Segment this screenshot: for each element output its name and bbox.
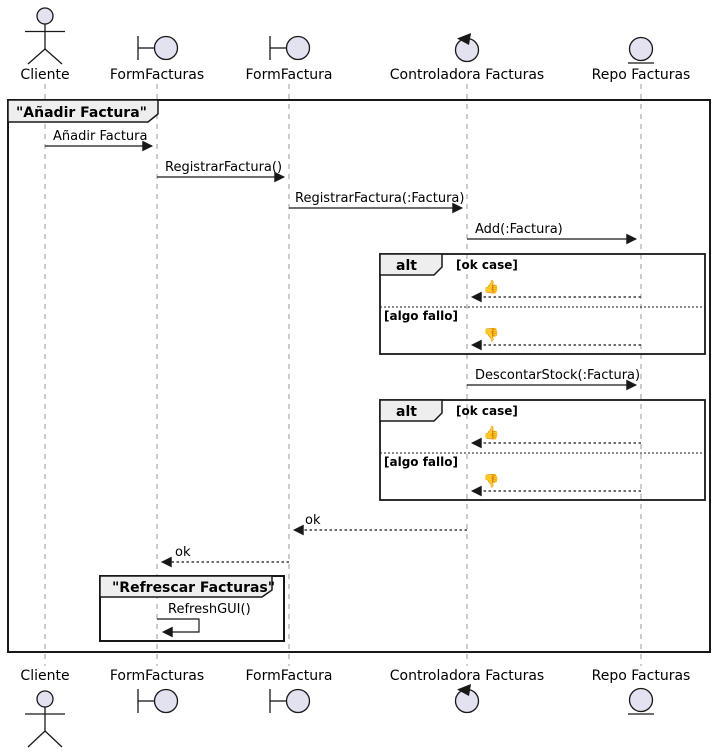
actor-icon (25, 7, 65, 65)
alt-operator-tab (379, 399, 443, 422)
message-registrar-factura: RegistrarFactura() (157, 160, 286, 183)
message-ok-to-formfactura: ok (292, 513, 467, 536)
thumbs-down-icon: 👎 (483, 327, 499, 343)
control-icon (454, 684, 480, 714)
message-anadir-factura: Añadir Factura (45, 129, 154, 152)
message-label: Añadir Factura (53, 129, 148, 144)
participant-formfactura-top: FormFactura (245, 35, 333, 83)
boundary-icon (269, 688, 311, 714)
frame-title-tab (99, 575, 273, 598)
entity-icon (628, 687, 654, 715)
message-label: RefreshGUI() (168, 602, 251, 617)
message-label: DescontarStock(:Factura) (475, 368, 640, 383)
frame-refrescar-facturas: "Refrescar Facturas" RefreshGUI() (99, 575, 285, 642)
participant-label: Cliente (20, 668, 69, 684)
participant-controladora-top: Controladora Facturas (390, 33, 544, 83)
participant-label: Repo Facturas (592, 67, 691, 83)
frame-anadir-factura: "Añadir Factura" (7, 99, 711, 653)
lifelines (44, 84, 642, 666)
entity-icon (628, 36, 654, 64)
thumbs-down-icon: 👎 (483, 473, 499, 489)
thumbs-up-icon: 👍 (483, 425, 499, 441)
message-label: RegistrarFactura() (165, 160, 282, 175)
participant-formfacturas-top: FormFacturas (110, 35, 204, 83)
alt-guard-fail: [algo fallo] (384, 455, 458, 469)
message-label: ok (175, 545, 191, 560)
boundary-icon (137, 35, 179, 61)
alt-guard-ok: [ok case] (456, 258, 518, 272)
alt-guard-fail: [algo fallo] (384, 309, 458, 323)
message-registrar-factura-param: RegistrarFactura(:Factura) (289, 191, 464, 214)
participant-cliente-top: Cliente (20, 7, 70, 83)
frame-title: "Añadir Factura" (16, 105, 147, 121)
participant-cliente-bottom: Cliente (20, 668, 70, 748)
participant-repo-bottom: Repo Facturas (592, 668, 691, 715)
participant-label: FormFactura (245, 67, 332, 83)
participant-repo-top: Repo Facturas (592, 36, 691, 83)
thumbs-up-icon: 👍 (483, 279, 499, 295)
alt-guard-ok: [ok case] (456, 404, 518, 418)
participant-label: Repo Facturas (592, 668, 691, 684)
control-icon (454, 33, 480, 63)
message-ok-to-formfacturas: ok (160, 545, 289, 568)
participant-label: Cliente (20, 67, 69, 83)
participant-controladora-bottom: Controladora Facturas (390, 668, 544, 714)
alt-operator-label: alt (396, 258, 417, 274)
participant-label: Controladora Facturas (390, 67, 544, 83)
participant-formfacturas-bottom: FormFacturas (110, 668, 204, 714)
frame-title: "Refrescar Facturas" (112, 580, 275, 596)
participant-label: FormFactura (245, 668, 332, 684)
boundary-icon (269, 35, 311, 61)
message-label: Add(:Factura) (475, 222, 563, 237)
participant-formfactura-bottom: FormFactura (245, 668, 333, 714)
participant-label: FormFacturas (110, 668, 204, 684)
self-message-arrow (157, 618, 200, 638)
participant-label: FormFacturas (110, 67, 204, 83)
message-label: RegistrarFactura(:Factura) (295, 191, 464, 206)
participant-label: Controladora Facturas (390, 668, 544, 684)
message-refresh-gui: RefreshGUI() (157, 602, 251, 638)
alt-operator-tab (379, 253, 443, 276)
frame-title-tab (7, 99, 159, 123)
message-descontar-stock: DescontarStock(:Factura) (467, 368, 640, 391)
alt-frame-1: alt [ok case] 👍 [algo fallo] 👎 (379, 253, 706, 355)
alt-operator-label: alt (396, 404, 417, 420)
actor-icon (25, 690, 65, 748)
boundary-icon (137, 688, 179, 714)
alt-frame-2: alt [ok case] 👍 [algo fallo] 👎 (379, 399, 706, 501)
message-add-factura: Add(:Factura) (467, 222, 638, 245)
message-label: ok (305, 513, 321, 528)
